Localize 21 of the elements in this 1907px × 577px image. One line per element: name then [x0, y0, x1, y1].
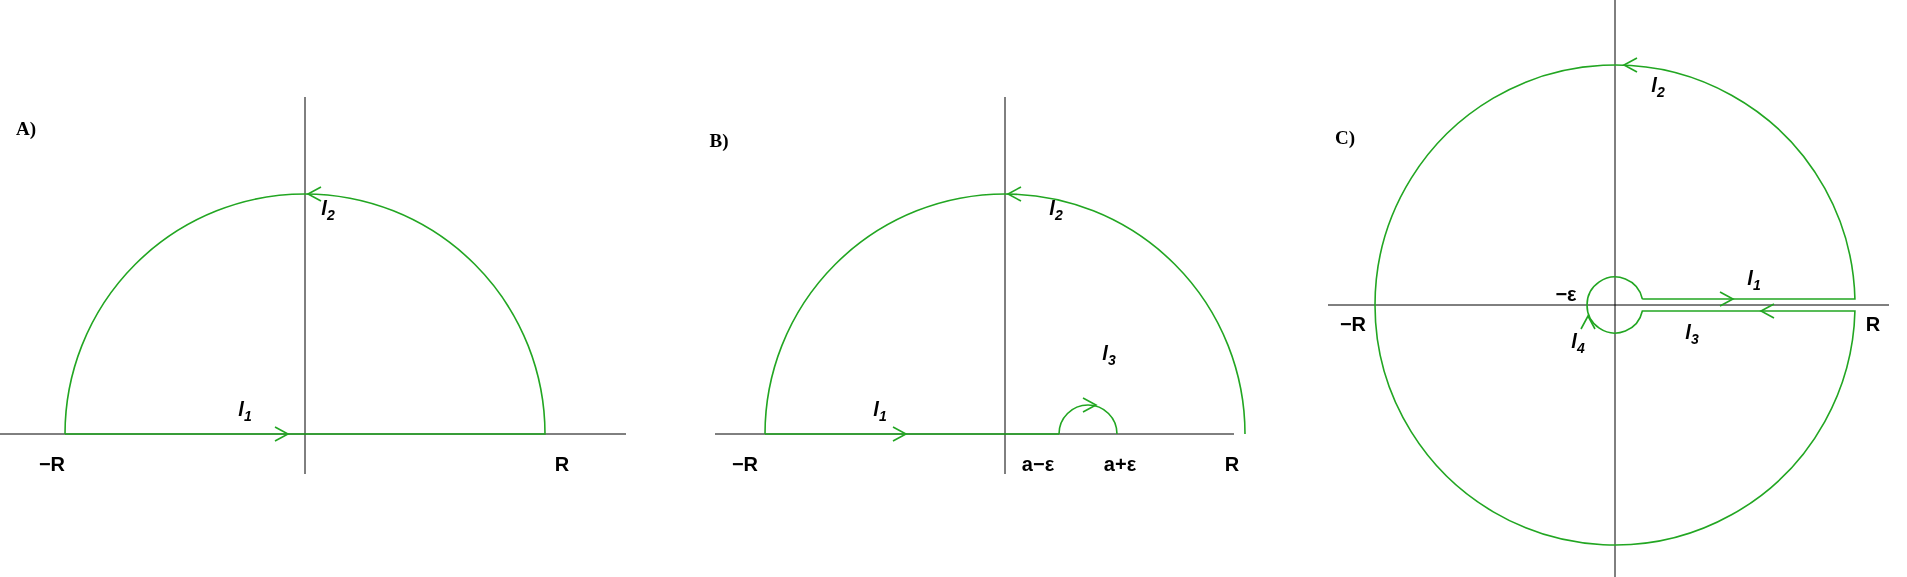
point-label: −R [38, 454, 66, 474]
path-label: l$_{2}$ [1651, 75, 1665, 99]
path-label: l$_{1}$ [873, 399, 887, 423]
path-label: l$_{2}$ [321, 198, 335, 222]
point-label: R [554, 454, 570, 474]
path-label: l$_{1}$ [1747, 268, 1761, 292]
point-label: R [1865, 314, 1881, 334]
panel-label: A) [15, 118, 37, 138]
point-label: −ε [1555, 284, 1577, 304]
point-label: −R [731, 454, 759, 474]
path-label: l$_{1}$ [238, 399, 252, 423]
panel-label: B) [709, 130, 729, 150]
path-label: l$_{4}$ [1571, 331, 1585, 355]
point-label: a+ε [1103, 454, 1137, 474]
path-label: l$_{2}$ [1049, 198, 1063, 222]
panel-label: C) [1334, 127, 1356, 147]
path-label: l$_{3}$ [1102, 343, 1116, 367]
point-label: R [1224, 454, 1240, 474]
point-label: −R [1339, 314, 1367, 334]
path-label: l$_{3}$ [1685, 322, 1699, 346]
point-label: a−ε [1021, 454, 1055, 474]
